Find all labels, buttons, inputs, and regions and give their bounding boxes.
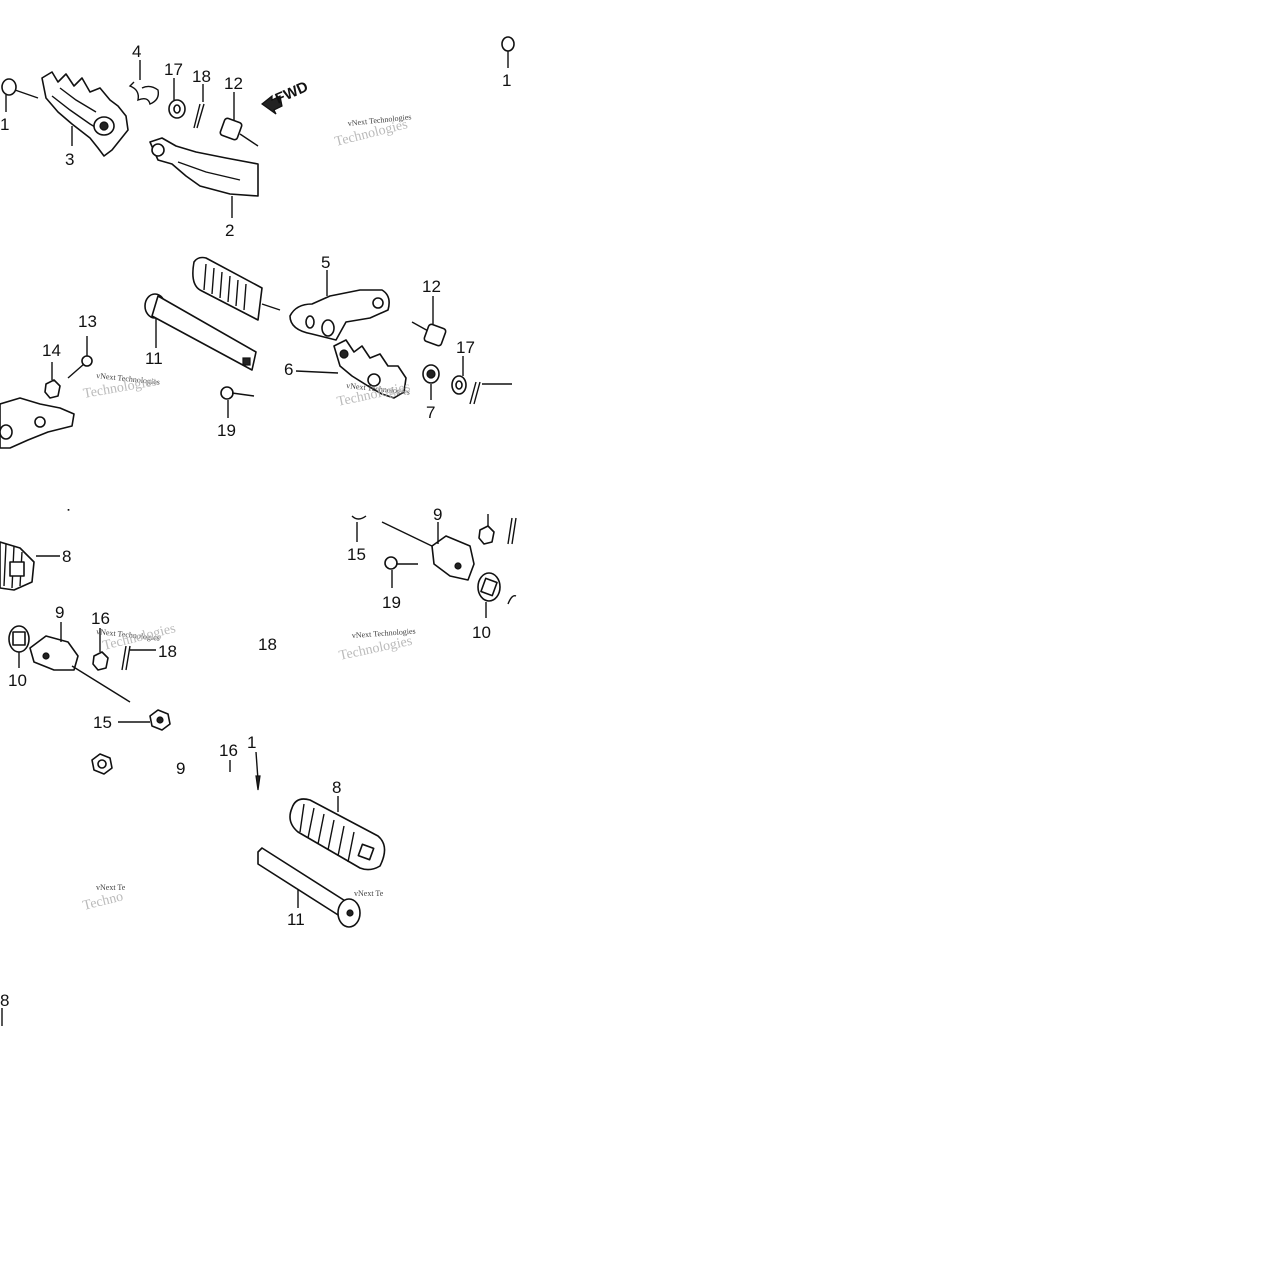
bracket-2	[149, 137, 259, 218]
washer-17-top	[168, 78, 186, 119]
grip-rubber-top	[192, 256, 281, 321]
cotter-pin-18-top	[193, 84, 205, 129]
callout-12-mid: 12	[422, 277, 441, 296]
callout-12-top: 12	[224, 74, 243, 93]
callout-17-top: 17	[164, 60, 183, 79]
callout-18-top: 18	[192, 67, 211, 86]
fwd-arrow: FWD	[261, 78, 311, 115]
callout-8-bottom-left: 8	[0, 991, 9, 1010]
pivot-9-right	[381, 521, 475, 581]
bolt-19-right	[384, 556, 418, 588]
callout-6: 6	[284, 360, 293, 379]
callout-18-left: 18	[158, 642, 177, 661]
spring-4	[128, 60, 160, 105]
callout-1-top: 1	[0, 115, 9, 134]
nut-15-left	[118, 709, 171, 731]
fwd-label: FWD	[273, 78, 311, 107]
callout-18-center: 18	[258, 635, 277, 654]
washer-10-right	[477, 572, 517, 618]
callout-9-right: 9	[433, 505, 442, 524]
callout-10-left: 10	[8, 671, 27, 690]
nut-bottom-left	[91, 753, 113, 775]
watermark-1: vNext Technologies Technologies	[333, 112, 411, 150]
bolt-12-mid	[411, 296, 447, 347]
watermark-5: vNext Technologies Technologies	[338, 627, 416, 664]
grip-rubber-8-bottom	[289, 796, 386, 871]
watermark-text: vNext Te	[96, 883, 126, 892]
pivot-9-left	[29, 622, 131, 703]
callout-5: 5	[321, 253, 330, 272]
callout-9-partial: 9	[176, 759, 185, 778]
callout-17-mid: 17	[456, 338, 475, 357]
callout-19-right: 19	[382, 593, 401, 612]
nut-top-right	[478, 514, 517, 545]
callout-8-left: 8	[62, 547, 71, 566]
nut-16-left	[92, 628, 109, 671]
callout-16-left: 16	[91, 609, 110, 628]
callout-1-bottom: 1	[247, 733, 256, 752]
bolt-19-mid	[220, 386, 255, 418]
bolt-1-top	[1, 78, 39, 112]
callout-7: 7	[426, 403, 435, 422]
grip-rubber-left	[0, 541, 60, 591]
watermark-2: vNext Technologies Technologies	[82, 371, 160, 402]
callout-15-right: 15	[347, 545, 366, 564]
washer-17-mid	[451, 356, 467, 395]
watermark-shadow: Techno	[81, 889, 124, 913]
callout-9-left: 9	[55, 603, 64, 622]
callout-8-bottom: 8	[332, 778, 341, 797]
callout-11-bottom: 11	[287, 910, 305, 929]
nut-14	[44, 362, 61, 399]
part-1-top-right	[501, 36, 515, 68]
footpeg-3	[41, 71, 129, 157]
watermark-text: vNext Technologies	[352, 627, 416, 640]
pin-11-bottom	[257, 847, 361, 928]
cotter-pin-18-left	[121, 645, 156, 671]
nut-15-right	[351, 515, 367, 542]
callout-15-left: 15	[93, 713, 112, 732]
callout-14: 14	[42, 341, 61, 360]
watermark-text: vNext Te	[354, 889, 384, 898]
callout-19-mid: 19	[217, 421, 236, 440]
cotter-pin-18-mid	[469, 381, 512, 405]
bolt-12-top	[219, 92, 259, 147]
pin-11-mid	[144, 293, 257, 371]
callout-3: 3	[65, 150, 74, 169]
watermark-3: vNext Technologies Technologies	[336, 380, 412, 410]
spring-7	[422, 364, 440, 400]
pin-1-bottom	[255, 751, 261, 791]
callout-1-top-right: 1	[502, 71, 511, 90]
washer-10-left	[8, 625, 30, 668]
bracket-5	[289, 270, 390, 341]
callout-13: 13	[78, 312, 97, 331]
callout-10-right: 10	[472, 623, 491, 642]
screw-13	[67, 336, 93, 379]
bracket-left-mid	[0, 397, 75, 449]
callout-4: 4	[132, 42, 141, 61]
callout-11-mid: 11	[145, 349, 163, 368]
footpeg-6	[295, 339, 407, 399]
callout-5-partial: ᐧ	[66, 501, 70, 520]
callout-16-bottom: 16	[219, 741, 238, 760]
callout-2: 2	[225, 221, 234, 240]
